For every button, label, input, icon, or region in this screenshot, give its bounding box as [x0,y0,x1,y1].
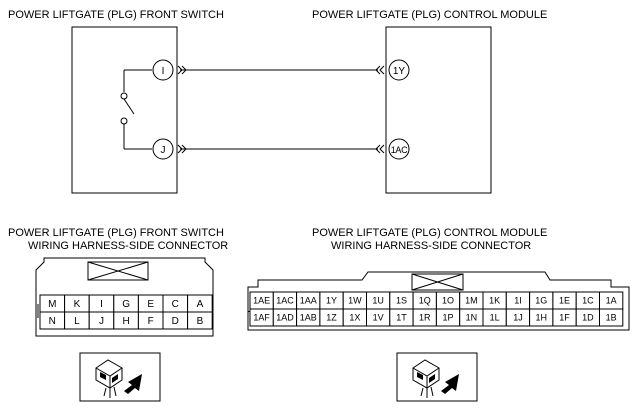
front-connector-view-box [79,352,161,402]
module-connector-pin-label: 1P [443,313,454,323]
front-connector-cell [187,311,213,330]
module-connector-cell [599,308,624,327]
module-connector-pin-label: 1AC [276,296,294,306]
front-connector-pin-label: H [122,316,129,327]
module-connector-pin-label: 1M [465,296,478,306]
module-connector-pin-label: 1C [582,296,594,306]
module-connector-outline [247,271,630,331]
control-module-title: POWER LIFTGATE (PLG) CONTROL MODULE [312,9,548,21]
front-connector-title-line2: WIRING HARNESS-SIDE CONNECTOR [28,240,229,252]
module-connector-pin-label: 1F [559,313,570,323]
front-connector-pin-label: D [172,316,179,327]
module-connector-pin-label: 1X [349,313,360,323]
pin-i-label: I [162,66,165,77]
front-connector-pin-label: F [148,316,154,327]
pin-1y-label: 1Y [393,66,406,77]
front-switch-title: POWER LIFTGATE (PLG) FRONT SWITCH [8,9,224,21]
module-connector-pin-label: 1K [489,296,500,306]
module-connector-pin-label: 1T [396,313,407,323]
switch-symbol [120,69,152,150]
module-connector-pin-label: 1S [396,296,407,306]
module-connector-pin-label: 1AA [300,296,317,306]
module-connector-pin-label: 1N [466,313,478,323]
pin-1ac-circle [388,138,410,160]
module-connector-pin-label: 1Q [419,296,431,306]
module-connector-pin-label: 1Z [326,313,337,323]
front-connector-pin-label: J [99,316,104,327]
view-arrow-icon [441,374,459,394]
front-connector-title-line1: POWER LIFTGATE (PLG) FRONT SWITCH [8,227,224,239]
front-connector-pin-label: G [122,299,130,310]
module-connector-pin-label: 1AF [253,313,270,323]
module-connector-pin-label: 1Y [326,296,337,306]
front-connector-pin-label: L [74,316,80,327]
pin-1y-circle [388,59,410,81]
control-module-box [385,26,492,194]
module-connector-pin-label: 1R [419,313,431,323]
module-connector-pin-label: 1E [559,296,570,306]
module-connector-pin-label: 1O [442,296,454,306]
module-connector-pin-label: 1AE [253,296,270,306]
module-connector-pin-label: 1A [606,296,617,306]
front-connector-pin-label: N [49,316,56,327]
module-connector-title-line2: WIRING HARNESS-SIDE CONNECTOR [331,240,532,252]
front-connector-outline [35,257,214,337]
front-switch-box [71,26,178,194]
front-connector-pin-label: A [197,299,204,310]
module-connector-pin-label: 1AB [300,313,317,323]
connector-plug-icon [412,359,440,398]
module-connector-pin-label: 1V [373,313,384,323]
pin-1ac-label: 1AC [391,145,408,155]
view-arrow-icon [124,374,142,394]
module-connector-title-line1: POWER LIFTGATE (PLG) CONTROL MODULE [312,227,548,239]
module-connector-pin-label: 1W [348,296,362,306]
front-connector-pin-label: B [197,316,204,327]
module-connector-pin-label: 1AD [276,313,294,323]
connector-plug-icon [95,359,123,398]
front-connector-pin-label: K [74,299,81,310]
front-connector-pin-label: I [100,299,103,310]
module-connector-pin-label: 1U [372,296,384,306]
module-connector-view-box [396,352,478,402]
module-connector-pin-label: 1L [490,313,500,323]
front-connector-pin-label: M [48,299,56,310]
module-connector-pin-label: 1B [606,313,617,323]
module-connector-pin-label: 1J [513,313,523,323]
module-connector-pin-label: 1I [514,296,522,306]
pin-j-circle [152,138,174,160]
pin-j-label: J [161,145,166,156]
front-connector-pin-label: C [172,299,179,310]
module-connector-pin-label: 1D [582,313,594,323]
front-connector-pin-label: E [147,299,154,310]
module-connector-pin-label: 1H [535,313,547,323]
module-connector-pin-label: 1G [535,296,547,306]
pin-i-circle [152,59,174,81]
